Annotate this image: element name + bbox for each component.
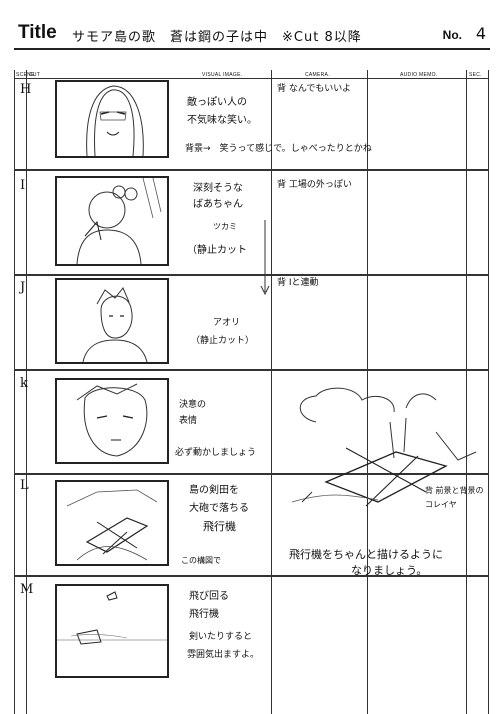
scene-letter-h: H bbox=[20, 82, 32, 97]
storyboard-sheet: SCENE CUT VISUAL IMAGE. CAMERA. AUDIO ME… bbox=[14, 70, 489, 714]
scene-letter-i: I bbox=[20, 178, 26, 193]
scene-letter-l: L bbox=[20, 478, 29, 493]
column-line-camera bbox=[367, 70, 368, 714]
column-line-visual bbox=[271, 70, 272, 714]
title-text: サモア島の歌 蒼は鋼の子は中 ※Cut 8以降 bbox=[72, 30, 362, 45]
scene-letter-m: M bbox=[20, 582, 34, 597]
visual-note: （静止カット） bbox=[191, 336, 255, 346]
row-divider bbox=[15, 169, 489, 171]
visual-note: 決意の bbox=[179, 400, 207, 410]
sketch-plane-sky-m bbox=[57, 591, 167, 645]
audio-note: 飛行機をちゃんと描けるように bbox=[289, 548, 443, 561]
scene-letter-j: J bbox=[20, 280, 26, 295]
title-divider bbox=[14, 48, 490, 50]
visual-note: アオリ bbox=[213, 318, 241, 328]
column-line-scene bbox=[26, 70, 27, 714]
cut-frame-j bbox=[55, 278, 169, 364]
visual-note: ツカミ bbox=[213, 222, 237, 231]
visual-note: 剣いたりすると bbox=[189, 632, 253, 642]
header-camera: CAMERA. bbox=[305, 72, 330, 78]
sketch-face-k bbox=[76, 383, 148, 457]
camera-note: 背 なんでもいいよ bbox=[277, 84, 352, 94]
sketch-plane-drawing bbox=[291, 387, 477, 507]
arrow-down-icon bbox=[260, 220, 270, 296]
cut-frame-m bbox=[55, 584, 169, 678]
header-audio: AUDIO MEMO. bbox=[400, 72, 438, 78]
visual-note: この構図で bbox=[181, 556, 221, 565]
header-divider bbox=[15, 78, 489, 79]
header-sec: SEC. bbox=[469, 72, 482, 78]
cut-frame-k bbox=[55, 378, 169, 464]
visual-note: ばあちゃん bbox=[193, 199, 243, 210]
visual-note: 飛行機 bbox=[203, 520, 236, 533]
sketch-boy-j bbox=[82, 287, 148, 362]
row-divider bbox=[15, 473, 489, 475]
header-cut: CUT bbox=[29, 72, 41, 78]
sketch-plane-crash-l bbox=[66, 489, 158, 561]
camera-note: 背 Iと連動 bbox=[277, 278, 319, 288]
cut-frame-h bbox=[55, 80, 169, 158]
column-line-sec bbox=[488, 70, 489, 714]
header-scene: SCENE bbox=[16, 72, 35, 78]
visual-note: （静止カット bbox=[187, 245, 247, 256]
audio-note: なりましょう。 bbox=[351, 564, 428, 577]
row-divider bbox=[15, 369, 489, 371]
visual-note: 島の剣田を bbox=[189, 485, 239, 496]
visual-note: 深刻そうな bbox=[193, 183, 243, 194]
column-line-audio bbox=[466, 70, 467, 714]
header-visual: VISUAL IMAGE. bbox=[202, 72, 243, 78]
visual-note: 表情 bbox=[179, 416, 198, 426]
cut-frame-i bbox=[55, 176, 169, 266]
visual-note: 必ず動かしましょう bbox=[175, 448, 257, 458]
page-number-label: No. bbox=[442, 28, 462, 42]
visual-note: 雰囲気出ますよ。 bbox=[187, 650, 260, 660]
title-bar: Title サモア島の歌 蒼は鋼の子は中 ※Cut 8以降 No. 4 bbox=[14, 22, 490, 48]
visual-note: 敵っぽい人の bbox=[187, 97, 247, 108]
camera-note: 背 前景と背景のコレイヤ bbox=[425, 486, 484, 509]
row-divider bbox=[15, 274, 489, 276]
visual-note: 大砲で落ちる bbox=[189, 503, 249, 514]
page-number-value: 4 bbox=[475, 24, 486, 43]
sketch-grandmother-i bbox=[76, 178, 162, 264]
row-divider bbox=[15, 575, 489, 577]
visual-note: 背景→ 笑うって感じで。しゃべったりとかね bbox=[185, 144, 372, 154]
visual-note: 不気味な笑い。 bbox=[187, 115, 257, 126]
sketch-face-h bbox=[86, 85, 144, 156]
camera-note: 背 工場の外っぽい bbox=[277, 180, 352, 190]
cut-frame-l bbox=[55, 480, 169, 566]
scene-letter-k: k bbox=[20, 376, 28, 391]
visual-note: 飛行機 bbox=[189, 609, 219, 620]
visual-note: 飛び回る bbox=[189, 591, 229, 602]
title-label: Title bbox=[18, 22, 57, 43]
